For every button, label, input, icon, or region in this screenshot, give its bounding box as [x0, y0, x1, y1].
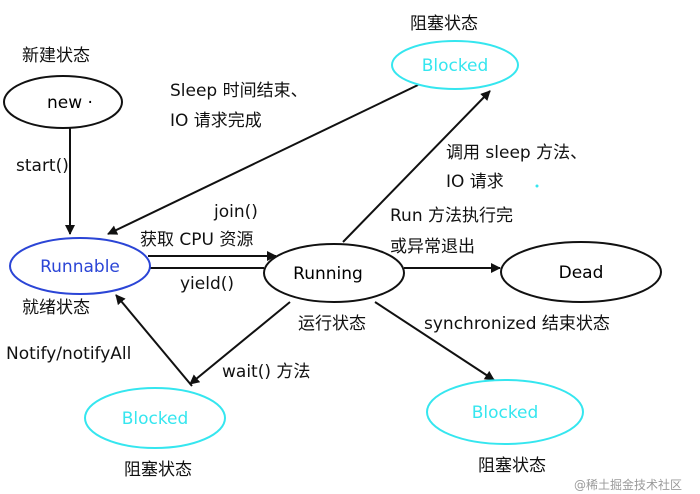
- node-running: [263, 243, 405, 303]
- edge-wait: [189, 301, 291, 385]
- label-wait: wait() 方法: [222, 362, 311, 382]
- node-dead: [500, 241, 662, 303]
- watermark: @稀土掘金技术社区: [574, 478, 683, 492]
- label-sleep-end-line1: Sleep 时间结束、: [170, 81, 308, 101]
- label-notify: Notify/notifyAll: [6, 344, 132, 364]
- label-call-sleep-line2: IO 请求: [446, 172, 504, 192]
- node-blocked-left: [84, 387, 226, 449]
- label-call-sleep-line1: 调用 sleep 方法、: [446, 143, 588, 163]
- caption-running: 运行状态: [298, 314, 366, 334]
- stray-dot: [535, 184, 539, 188]
- node-blocked-left-label: Blocked: [122, 409, 189, 429]
- node-blocked-top-label: Blocked: [422, 56, 489, 76]
- node-dead-label: Dead: [559, 263, 604, 283]
- label-yield: yield(): [180, 274, 235, 294]
- caption-runnable: 就绪状态: [22, 298, 90, 318]
- node-runnable: [9, 237, 151, 295]
- edge-sync-end: [374, 301, 495, 381]
- label-sleep-end-line2: IO 请求完成: [170, 111, 262, 131]
- node-runnable-label: Runnable: [40, 257, 120, 277]
- label-start: start(): [16, 156, 69, 176]
- label-join: join(): [214, 202, 258, 222]
- node-blocked-top: [391, 40, 519, 90]
- caption-blocked-top: 阻塞状态: [410, 14, 478, 34]
- label-sync-end: synchronized 结束状态: [424, 314, 610, 334]
- caption-new: 新建状态: [22, 46, 90, 66]
- label-get-cpu: 获取 CPU 资源: [140, 230, 254, 250]
- node-blocked-right: [426, 379, 584, 445]
- caption-blocked-left: 阻塞状态: [124, 460, 192, 480]
- node-running-label: Running: [293, 264, 363, 284]
- node-blocked-right-label: Blocked: [472, 403, 539, 423]
- label-run-done-line1: Run 方法执行完: [390, 206, 514, 226]
- caption-blocked-right: 阻塞状态: [478, 456, 546, 476]
- node-new: [3, 75, 123, 129]
- label-run-done-line2: 或异常退出: [390, 237, 475, 257]
- edge-notify: [115, 294, 193, 387]
- edge-sleep-end: [107, 84, 419, 235]
- edge-call-sleep: [342, 90, 491, 243]
- node-new-label: new ·: [47, 93, 93, 113]
